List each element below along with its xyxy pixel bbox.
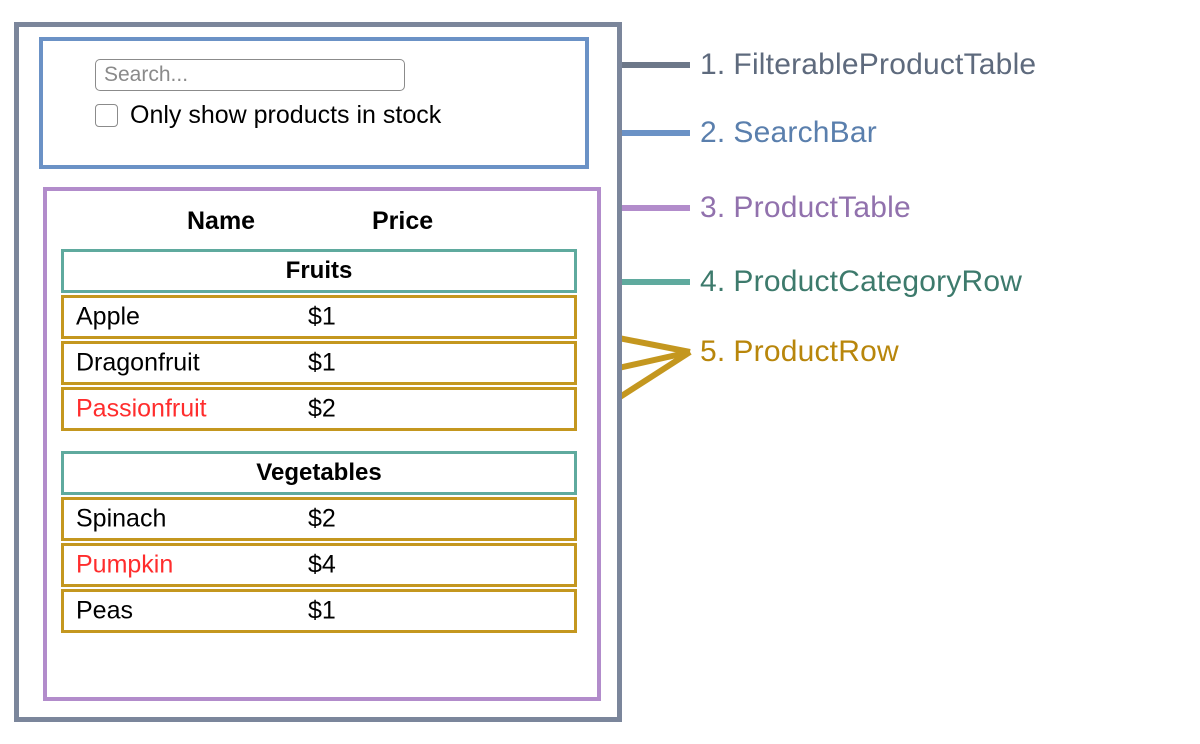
- legend-number: 4.: [700, 265, 726, 298]
- legend-label: FilterableProductTable: [733, 48, 1037, 81]
- legend-label: ProductTable: [733, 191, 911, 224]
- product-rows-area: Fruits Apple $1 Dragonfruit $1 Passionfr…: [61, 249, 577, 635]
- product-price: $1: [308, 302, 336, 331]
- product-price: $2: [308, 504, 336, 533]
- legend-number: 5.: [700, 335, 726, 368]
- group-spacer: [61, 433, 577, 451]
- category-label: Vegetables: [256, 459, 382, 486]
- product-name: Pumpkin: [76, 550, 174, 579]
- product-table: Name Price Fruits Apple $1 Dragonfruit $…: [43, 187, 601, 701]
- legend-label: SearchBar: [733, 116, 877, 149]
- legend-label: ProductCategoryRow: [733, 265, 1023, 298]
- product-row: Dragonfruit $1: [61, 341, 577, 385]
- legend-item-product-category-row: 4.ProductCategoryRow: [700, 265, 1022, 299]
- in-stock-checkbox-row[interactable]: Only show products in stock: [95, 101, 441, 130]
- checkbox-icon[interactable]: [95, 104, 118, 127]
- product-price: $1: [308, 348, 336, 377]
- legend-item-product-row: 5.ProductRow: [700, 335, 899, 369]
- column-header-name: Name: [187, 206, 256, 235]
- legend-item-filterable-product-table: 1.FilterableProductTable: [700, 48, 1036, 82]
- in-stock-checkbox-label: Only show products in stock: [130, 101, 442, 129]
- product-price: $1: [308, 596, 336, 625]
- legend-number: 1.: [700, 48, 726, 81]
- product-row: Peas $1: [61, 589, 577, 633]
- product-row: Apple $1: [61, 295, 577, 339]
- search-bar: Only show products in stock: [39, 37, 589, 169]
- product-name: Passionfruit: [76, 394, 207, 423]
- product-category-row: Vegetables: [61, 451, 577, 495]
- product-name: Spinach: [76, 504, 167, 533]
- table-header-row: Name Price: [47, 199, 597, 243]
- product-row: Spinach $2: [61, 497, 577, 541]
- filterable-product-table: Only show products in stock Name Price F…: [14, 22, 622, 722]
- search-input[interactable]: [95, 59, 405, 91]
- product-name: Dragonfruit: [76, 348, 200, 377]
- category-label: Fruits: [285, 257, 353, 284]
- legend-label: ProductRow: [733, 335, 899, 368]
- product-row: Pumpkin $4: [61, 543, 577, 587]
- legend-item-search-bar: 2.SearchBar: [700, 116, 877, 150]
- product-price: $2: [308, 394, 336, 423]
- product-price: $4: [308, 550, 336, 579]
- legend-number: 2.: [700, 116, 726, 149]
- product-category-row: Fruits: [61, 249, 577, 293]
- column-header-price: Price: [372, 206, 434, 235]
- product-name: Apple: [76, 302, 140, 331]
- product-row: Passionfruit $2: [61, 387, 577, 431]
- legend-number: 3.: [700, 191, 726, 224]
- legend-item-product-table: 3.ProductTable: [700, 191, 911, 225]
- product-name: Peas: [76, 596, 133, 625]
